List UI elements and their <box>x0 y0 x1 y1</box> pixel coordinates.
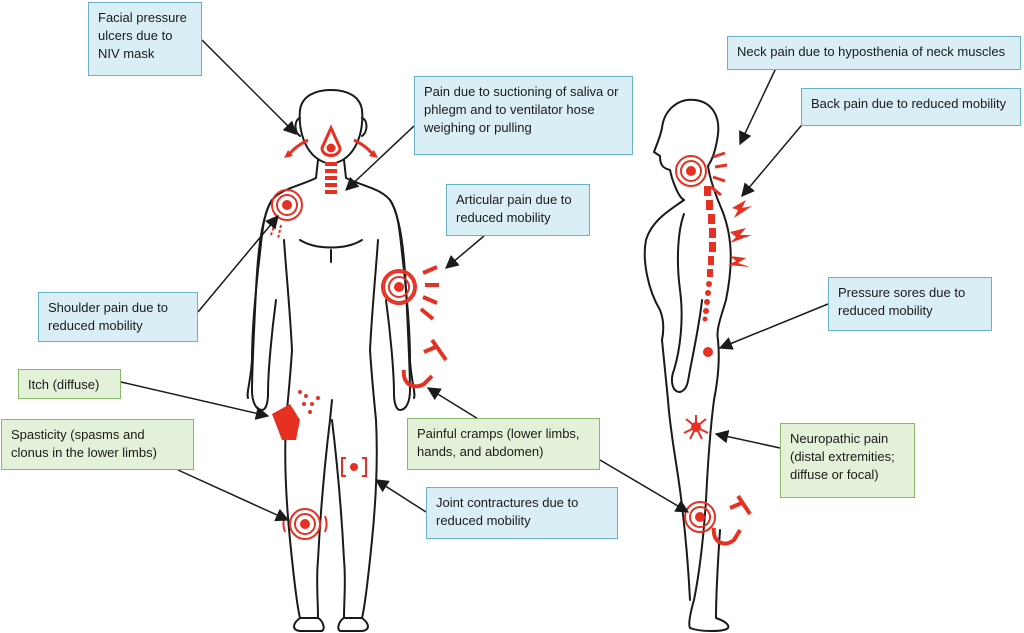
clamp-hand-icon <box>401 338 448 389</box>
back-pain-bolts-icon <box>728 200 752 267</box>
label-suctioning-pain: Pain due to suctioning of saliva or phle… <box>414 76 633 155</box>
label-painful-cramps: Painful cramps (lower limbs, hands, and … <box>407 418 600 470</box>
side-body-figure <box>643 98 732 632</box>
label-pressure-sores: Pressure sores due to reduced mobility <box>828 277 992 331</box>
trachea-segments-icon <box>325 162 337 194</box>
spine-icon <box>702 186 716 322</box>
pressure-sore-icon <box>703 347 713 357</box>
neuropathic-nerve-icon <box>683 415 709 440</box>
itch-hand-icon <box>272 390 320 440</box>
mask-icon <box>284 124 378 158</box>
leg-cramp-icon <box>684 494 752 546</box>
knee-contracture-icon <box>341 457 367 477</box>
label-shoulder-pain: Shoulder pain due to reduced mobility <box>38 292 198 342</box>
label-spasticity: Spasticity (spasms and clonus in the low… <box>1 419 194 470</box>
label-joint-contractures: Joint contractures due to reduced mobili… <box>426 487 618 539</box>
label-neck-pain: Neck pain due to hyposthenia of neck mus… <box>727 36 1021 70</box>
connector-arrows <box>120 39 829 522</box>
neck-pain-icon <box>675 151 728 197</box>
label-neuropathic-pain: Neuropathic pain (distal extremities; di… <box>780 423 915 498</box>
label-facial-pressure-ulcers: Facial pressure ulcers due to NIV mask <box>88 2 202 76</box>
label-back-pain: Back pain due to reduced mobility <box>801 88 1021 126</box>
elbow-pain-icon <box>381 265 439 321</box>
label-itch: Itch (diffuse) <box>18 369 121 399</box>
label-articular-pain: Articular pain due to reduced mobility <box>446 184 590 236</box>
